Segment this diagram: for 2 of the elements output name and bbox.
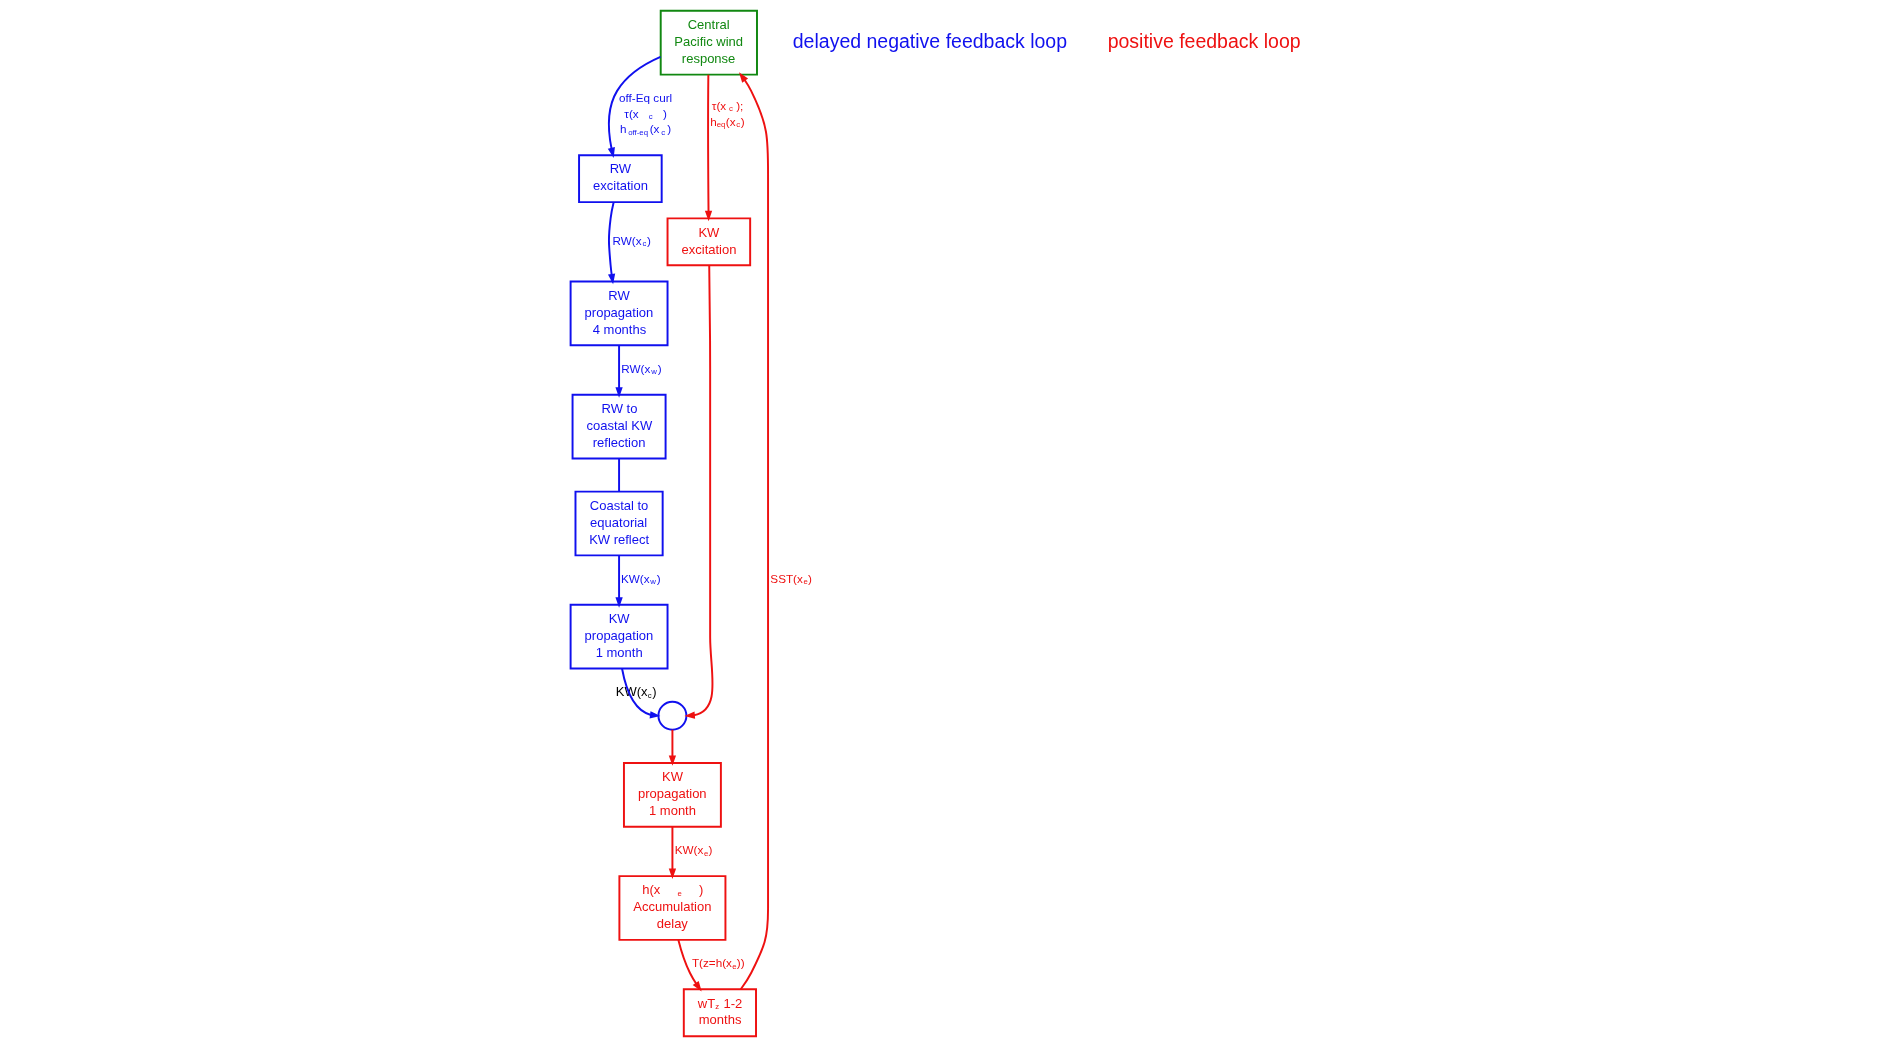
- label: delayed negative feedback loop: [792, 29, 1068, 52]
- label: positive feedback loop: [1107, 29, 1301, 52]
